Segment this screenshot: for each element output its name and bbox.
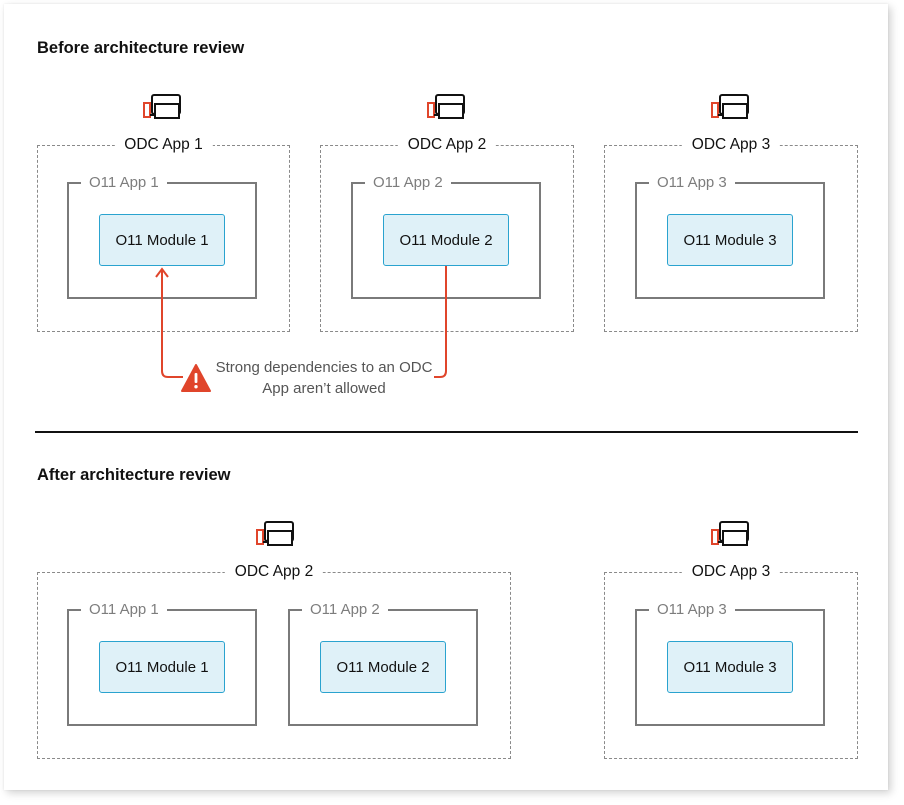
odc-app-devices-icon — [256, 521, 294, 546]
o11-module-box: O11 Module 2 — [383, 214, 509, 266]
o11-module-box: O11 Module 1 — [99, 214, 225, 266]
o11-app-label: O11 App 2 — [365, 174, 451, 192]
o11-module-box: O11 Module 3 — [667, 641, 793, 693]
o11-app-label: O11 App 3 — [649, 601, 735, 619]
odc-app-label: ODC App 3 — [681, 563, 781, 581]
odc-app-label: ODC App 3 — [681, 136, 781, 154]
o11-app-container: O11 App 2 — [288, 601, 478, 726]
o11-app-label: O11 App 1 — [81, 174, 167, 192]
before-section-title: Before architecture review — [37, 39, 245, 57]
odc-app-devices-icon — [143, 94, 181, 119]
odc-app-devices-icon — [711, 94, 749, 119]
odc-app-container: ODC App 1 — [37, 136, 290, 332]
odc-app-container: ODC App 3 — [604, 136, 858, 332]
after-section-title: After architecture review — [37, 466, 231, 484]
o11-app-label: O11 App 1 — [81, 601, 167, 619]
o11-app-container: O11 App 3 — [635, 601, 825, 726]
odc-app-container: ODC App 3 — [604, 563, 858, 759]
o11-module-box: O11 Module 3 — [667, 214, 793, 266]
o11-app-container: O11 App 3 — [635, 174, 825, 299]
odc-app-label: ODC App 2 — [224, 563, 324, 581]
odc-app-container: ODC App 2 — [37, 563, 511, 759]
odc-app-label: ODC App 2 — [397, 136, 497, 154]
o11-module-box: O11 Module 2 — [320, 641, 446, 693]
o11-app-label: O11 App 2 — [302, 601, 388, 619]
odc-app-label: ODC App 1 — [114, 136, 213, 154]
odc-app-devices-icon — [711, 521, 749, 546]
o11-app-container: O11 App 1 — [67, 601, 257, 726]
section-divider — [35, 431, 858, 433]
o11-app-label: O11 App 3 — [649, 174, 735, 192]
odc-app-devices-icon — [427, 94, 465, 119]
o11-module-box: O11 Module 1 — [99, 641, 225, 693]
warning-message: Strong dependencies to an ODC App aren’t… — [215, 359, 433, 397]
warning-triangle-icon — [181, 364, 211, 392]
